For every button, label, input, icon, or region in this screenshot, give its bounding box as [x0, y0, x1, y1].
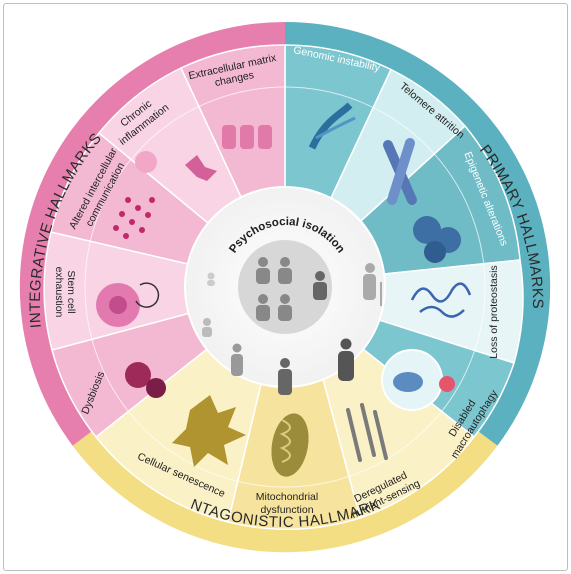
label-mito-2: dysfunction [260, 504, 313, 516]
label-mito-1: Mitochondrial [256, 491, 318, 503]
mitochondrion-icon [271, 413, 309, 477]
cutlery-icon [346, 403, 388, 462]
label-stem-2: exhaustion [53, 267, 65, 318]
person-icon [313, 271, 327, 300]
stem-cell-icon [96, 282, 160, 327]
autophagy-vesicle-icon [381, 349, 455, 411]
matrix-cells-icon [222, 125, 272, 149]
nucleosome-icon [413, 216, 461, 263]
chromosome-icon [383, 138, 417, 205]
signal-dots-icon [113, 197, 155, 239]
label-stem-1: Stem cell [65, 270, 77, 313]
baby-icon [207, 272, 215, 286]
person-icon [338, 338, 354, 381]
person-icon [278, 358, 292, 395]
people-icons [202, 257, 382, 395]
person-icon [231, 343, 243, 376]
child-icon [202, 318, 212, 337]
immune-cell-icon [135, 151, 217, 181]
person-icon [278, 257, 292, 284]
protein-icon [410, 282, 472, 318]
dna-icon [308, 102, 356, 150]
elderly-person-icon [363, 263, 382, 306]
person-icon [256, 294, 270, 321]
label-loss-of-proteostasis: Loss of proteostasis [488, 265, 500, 358]
person-icon [256, 257, 270, 284]
bacteria-icon [125, 362, 166, 398]
senescent-leaf-icon [172, 395, 246, 467]
segment-illustrations [96, 102, 472, 477]
person-icon [278, 294, 292, 321]
